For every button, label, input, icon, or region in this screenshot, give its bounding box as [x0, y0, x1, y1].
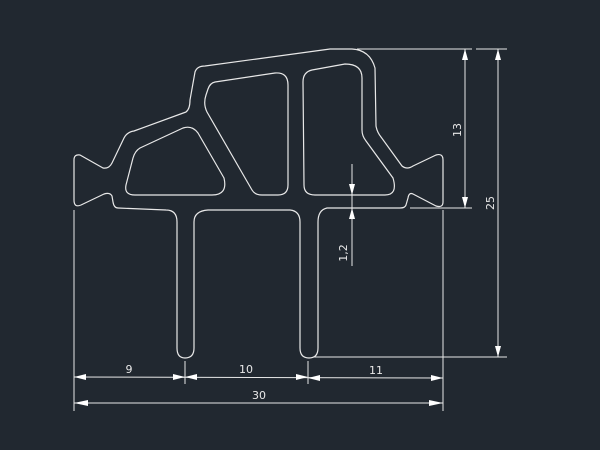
profile-outline [73, 48, 444, 359]
profile-hole-right [302, 63, 395, 196]
dimension-10-label: 10 [239, 363, 253, 376]
dimension-9-label: 9 [126, 363, 133, 376]
dimension-30: 30 [74, 389, 443, 406]
dimension-bottom-chain: 9 10 11 [73, 210, 444, 411]
profile-hole-middle [204, 72, 289, 196]
dimension-30-label: 30 [252, 389, 266, 402]
profile-hole-left [125, 126, 226, 196]
dimension-wall-thickness-label: 1,2 [337, 244, 350, 262]
dimension-13-label: 13 [451, 123, 464, 137]
dimension-13: 13 [357, 48, 472, 209]
dimension-wall-thickness: 1,2 [337, 164, 355, 266]
dimension-11-label: 11 [369, 364, 383, 377]
dimension-25-label: 25 [484, 196, 497, 210]
dimension-25: 25 [313, 48, 507, 358]
